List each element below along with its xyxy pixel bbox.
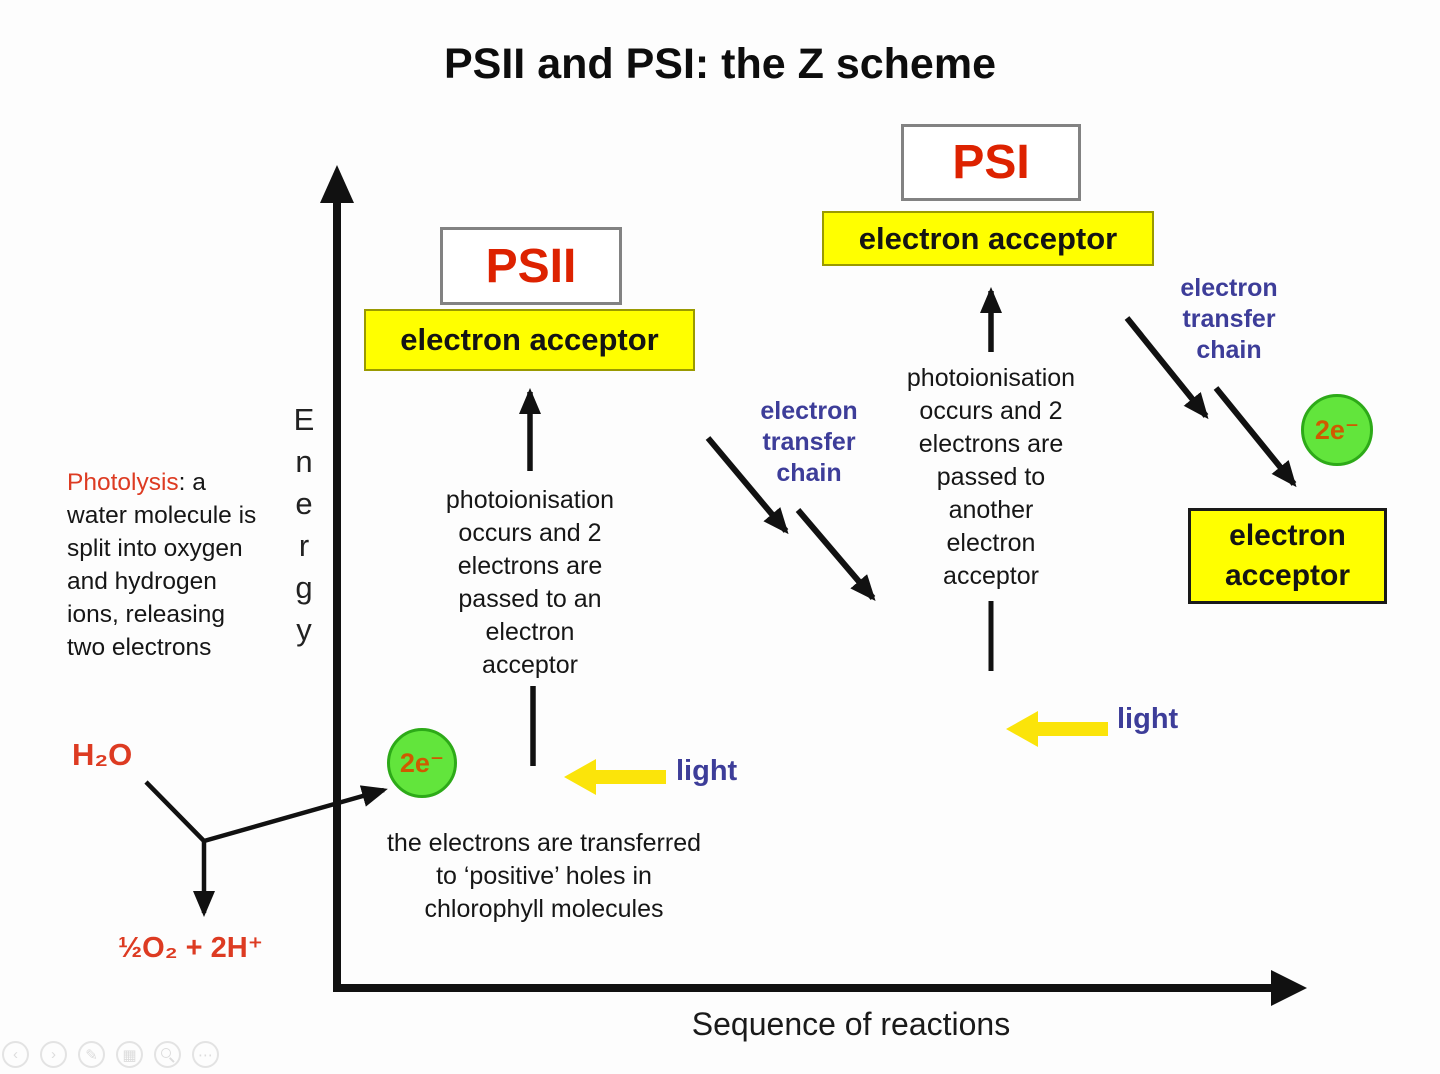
y-axis-letter: n [295,444,313,479]
electron-transfer-chain-label-right: electron transfer chain [1180,274,1278,364]
psi-photoionisation-note: photoionisation occurs and 2 electrons a… [906,364,1076,590]
photolysis-electron-arrow [203,785,388,844]
y-axis-letter: g [295,570,313,605]
next-slide-icon[interactable]: › [40,1041,67,1068]
photolysis-line [144,780,206,843]
psi-electron-pair-badge: 2e⁻ [1301,394,1373,466]
previous-slide-icon[interactable]: ‹ [2,1041,29,1068]
pen-annotate-glyph: ✎ [85,1046,98,1064]
next-slide-glyph: › [51,1046,56,1063]
y-axis-letter: e [295,486,313,521]
psi-light-label: light [1117,703,1179,735]
y-axis-arrowhead-icon [320,165,354,203]
y-axis-letter: y [296,612,312,647]
final-electron-acceptor-box: electron acceptor [1188,508,1387,604]
psii-light-label: light [676,755,738,787]
y-axis-letter: r [298,528,310,563]
more-options-glyph: ⋯ [198,1046,213,1064]
electron-transfer-note: the electrons are transferred to ‘positi… [386,829,702,923]
photolysis-term: Photolysis [67,469,179,496]
x-axis-label: Sequence of reactions [691,1006,1011,1042]
previous-slide-glyph: ‹ [13,1046,18,1063]
etc-mid-arrow-2 [795,508,876,602]
psii-box: PSII [440,227,622,305]
psii-electron-acceptor-box: electron acceptor [364,309,695,371]
psi-electron-acceptor-label: electron acceptor [858,220,1118,256]
psii-light-arrow-icon [564,759,666,795]
psi-light-arrow-icon [1006,711,1108,747]
psi-box: PSI [901,124,1081,201]
photolysis-description: : a water molecule is split into oxygen … [67,469,257,661]
psi-electron-acceptor-box: electron acceptor [822,211,1154,266]
psii-electron-pair-badge: 2e⁻ [387,728,457,798]
y-axis-letter: E [293,402,315,437]
zoom-icon[interactable] [154,1041,181,1068]
psi-label: PSI [952,136,1030,189]
psii-label: PSII [485,239,577,293]
more-options-icon[interactable]: ⋯ [192,1041,219,1068]
x-axis-arrowhead-icon [1271,970,1307,1006]
page-title: PSII and PSI: the Z scheme [444,40,996,88]
slide-grid-icon[interactable]: ▦ [116,1041,143,1068]
photolysis-note: Photolysis: a water molecule is split in… [67,466,265,664]
psii-electron-acceptor-label: electron acceptor [400,322,659,357]
slide-grid-glyph: ▦ [122,1046,137,1064]
psii-photoionisation-note: photoionisation occurs and 2 electrons a… [445,486,615,679]
water-formula: H₂O [72,737,133,772]
pen-annotate-icon[interactable]: ✎ [78,1041,105,1068]
photolysis-products-formula: ½O₂ + 2H⁺ [118,932,264,964]
y-axis-label: E n e r g y [286,399,322,651]
etc-right-arrow-2 [1213,386,1297,488]
presentation-toolbar: ‹ › ✎ ▦ ⋯ [2,1041,219,1068]
electron-transfer-chain-label-mid: electron transfer chain [760,397,858,487]
